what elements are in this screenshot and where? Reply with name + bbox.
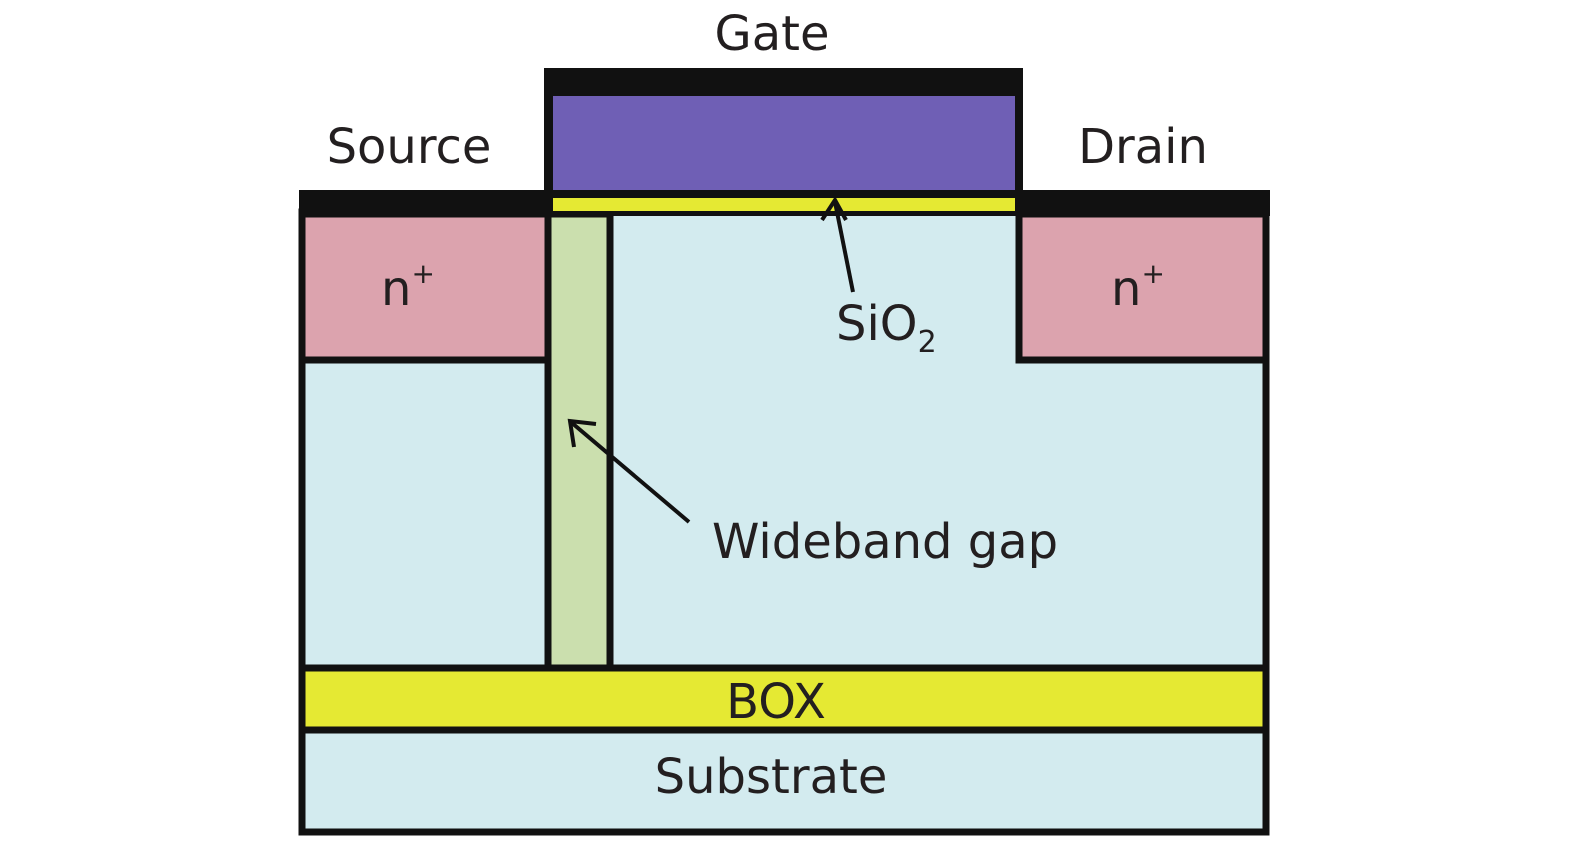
n-plus-source-label: n+: [381, 257, 435, 317]
sio2-arrow: [820, 196, 855, 293]
wideband-gap-region: [544, 210, 614, 672]
gate-poly: [553, 96, 1015, 190]
source-contact: [299, 190, 549, 216]
substrate-label: Substrate: [655, 749, 888, 805]
wideband-gap-arrow: [567, 418, 691, 524]
sio2-label: SiO2: [836, 296, 937, 360]
drain-label: Drain: [1078, 119, 1208, 175]
box-layer: [298, 664, 1270, 734]
n-plus-drain-label: n+: [1111, 257, 1165, 317]
gate-oxide: [553, 198, 1015, 211]
box-label: BOX: [726, 674, 826, 730]
source-label: Source: [327, 119, 492, 175]
drain-contact: [1018, 190, 1270, 216]
wideband-gap-label: Wideband gap: [712, 514, 1058, 570]
substrate-region: [298, 726, 1270, 836]
gate-label: Gate: [715, 6, 830, 62]
